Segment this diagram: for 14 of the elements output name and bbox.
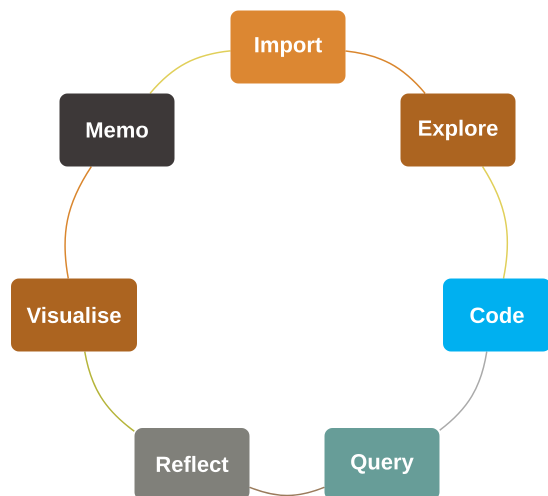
connector-arc (64, 166, 92, 278)
connector-arc (439, 352, 488, 431)
connector-arc (482, 166, 508, 278)
connector-arc (84, 352, 135, 432)
process-box: Import (230, 10, 346, 84)
process-box: Explore (400, 94, 516, 166)
connector-arc (346, 50, 426, 94)
process-box: Reflect (134, 428, 250, 496)
connector-arc (150, 50, 230, 94)
process-box: Query (324, 428, 440, 496)
process-box: Memo (60, 94, 174, 166)
process-box: Code (443, 278, 548, 352)
process-box: Visualise (11, 278, 137, 352)
connector-arc (249, 486, 325, 496)
